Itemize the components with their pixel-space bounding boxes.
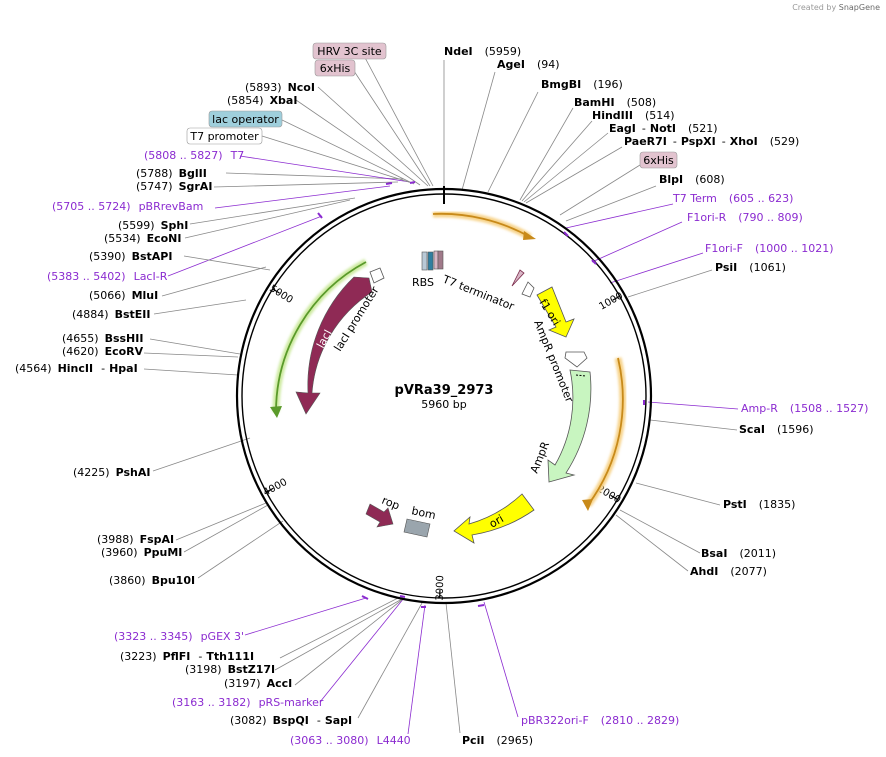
t7-terminator-mark <box>511 269 535 298</box>
rop-arrow <box>365 503 394 528</box>
boxed-feature-labels: HRV 3C site 6xHis lac operator T7 promot… <box>186 42 678 169</box>
orf-left-green <box>270 258 368 418</box>
enzyme-bglii[interactable]: (5788)BglII <box>136 167 207 180</box>
enzyme-psii[interactable]: PsiI(1061) <box>715 261 786 274</box>
enzyme-ndei[interactable]: NdeI(5959) <box>444 45 521 58</box>
enzyme-mlui[interactable]: (5066)MluI <box>89 289 158 302</box>
6xhis-right-label: 6xHis <box>643 154 674 167</box>
bom-box <box>403 518 431 538</box>
enzyme-bsteii[interactable]: (4884)BstEII <box>72 308 150 321</box>
tick-mark-1000 <box>612 295 620 301</box>
ori-label: ori <box>487 512 506 530</box>
enzyme-ahdi[interactable]: AhdI(2077) <box>690 565 767 578</box>
enzyme-sphi[interactable]: (5599)SphI <box>118 219 188 232</box>
bom-label: bom <box>410 504 437 522</box>
enzyme-paer7i-pspxi-xhoi[interactable]: PaeR7I-PspXI-XhoI(529) <box>624 135 799 148</box>
enzyme-bstz17i[interactable]: (3198)BstZ17I <box>185 663 275 676</box>
leader-lines <box>143 51 739 735</box>
f1-ori-arrow <box>536 286 575 338</box>
orf-top-orange <box>432 210 536 241</box>
enzyme-blpi[interactable]: BlpI(608) <box>659 173 725 186</box>
ampr-promoter-mark <box>564 351 588 368</box>
primer-t7-term[interactable]: T7 Term(605 .. 623) <box>672 192 793 205</box>
enzyme-ppumi[interactable]: (3960)PpuMI <box>101 546 182 559</box>
enzyme-bsai[interactable]: BsaI(2011) <box>701 547 776 560</box>
enzyme-fspai[interactable]: (3988)FspAI <box>97 533 174 546</box>
snapgene-logo-text: SnapGene <box>838 3 880 12</box>
ori-arrow <box>453 493 535 544</box>
laci-arrow <box>295 276 373 415</box>
tick-label-4000: 4000 <box>262 477 290 499</box>
enzyme-bsshii[interactable]: (4655)BssHII <box>62 332 143 345</box>
t7-promoter-label: T7 promoter <box>189 130 259 143</box>
tick-label-3000: 3000 <box>435 575 447 601</box>
primer-f1ori-f[interactable]: F1ori-F(1000 .. 1021) <box>705 242 834 255</box>
primer-marks <box>317 181 645 608</box>
tick-mark-4000 <box>266 487 274 493</box>
enzyme-labels: NdeI(5959) AgeI(94) BmgBI(196) BamHI(508… <box>15 45 814 747</box>
tick-label-1000: 1000 <box>597 291 625 313</box>
rop-label: rop <box>380 494 402 513</box>
orf-right-orange <box>582 357 627 511</box>
enzyme-sgrai[interactable]: (5747)SgrAI <box>136 180 212 193</box>
lac-operator-label: lac operator <box>212 113 279 126</box>
tick-label-5000: 5000 <box>267 283 294 306</box>
rbs-label: RBS <box>412 276 434 289</box>
primer-l4440[interactable]: (3063 .. 3080)L4440 <box>290 734 411 747</box>
tick-mark-5000 <box>272 288 280 294</box>
enzyme-bspqi-sapi[interactable]: (3082)BspQI-SapI <box>230 714 352 727</box>
primer-pbrrevbam[interactable]: (5705 .. 5724)pBRrevBam <box>52 200 203 213</box>
ampr-arrow <box>547 369 592 483</box>
enzyme-pshai[interactable]: (4225)PshAI <box>73 466 150 479</box>
enzyme-bpu10i[interactable]: (3860)Bpu10I <box>109 574 195 587</box>
hrv-3c-site-label: HRV 3C site <box>317 45 382 58</box>
primer-f1ori-r[interactable]: F1ori-R(790 .. 809) <box>687 211 803 224</box>
enzyme-ncoi[interactable]: (5893)NcoI <box>245 81 315 94</box>
rbs-cluster <box>421 250 444 271</box>
enzyme-bamhi[interactable]: BamHI(508) <box>574 96 656 109</box>
tick-mark-2000 <box>610 494 618 500</box>
enzyme-xbai[interactable]: (5854)XbaI <box>227 94 297 107</box>
primer-prs-marker[interactable]: (3163 .. 3182)pRS-marker <box>172 696 324 709</box>
enzyme-bmgbi[interactable]: BmgBI(196) <box>541 78 623 91</box>
enzyme-psti[interactable]: PstI(1835) <box>723 498 795 511</box>
enzyme-acci[interactable]: (3197)AccI <box>224 677 292 690</box>
primer-labels: T7 Term(605 .. 623) F1ori-R(790 .. 809) … <box>47 149 868 747</box>
6xhis-top-label: 6xHis <box>320 62 351 75</box>
enzyme-econi[interactable]: (5534)EcoNI <box>104 232 181 245</box>
enzyme-eagi-noti[interactable]: EagI-NotI(521) <box>609 122 718 135</box>
enzyme-pflfi-tth111i[interactable]: (3223)PflFI-Tth111I <box>120 650 254 663</box>
snapgene-credit: Created by SnapGene <box>792 3 880 12</box>
enzyme-ecorv[interactable]: (4620)EcoRV <box>62 345 144 358</box>
t7-terminator-label: T7 terminator <box>440 272 516 313</box>
credit-prefix: Created by <box>792 3 837 12</box>
enzyme-bstapi[interactable]: (5390)BstAPI <box>89 250 172 263</box>
primer-amp-r[interactable]: Amp-R(1508 .. 1527) <box>741 402 868 415</box>
enzyme-scai[interactable]: ScaI(1596) <box>739 423 814 436</box>
primer-pgex-3[interactable]: (3323 .. 3345)pGEX 3' <box>114 630 244 643</box>
enzyme-hindiii[interactable]: HindIII(514) <box>592 109 675 122</box>
primer-t7[interactable]: (5808 .. 5827)T7 <box>144 149 244 162</box>
plasmid-name: pVRa39_2973 <box>395 383 494 398</box>
plasmid-size: 5960 bp <box>421 398 466 411</box>
enzyme-agei[interactable]: AgeI(94) <box>497 58 560 71</box>
primer-pbr322ori-f[interactable]: pBR322ori-F(2810 .. 2829) <box>521 714 679 727</box>
enzyme-pcii[interactable]: PciI(2965) <box>462 734 533 747</box>
laci-promoter-mark <box>369 267 385 284</box>
primer-laci-r[interactable]: (5383 .. 5402)LacI-R <box>47 270 168 283</box>
enzyme-hincii-hpai[interactable]: (4564)HincII-HpaI <box>15 362 138 375</box>
